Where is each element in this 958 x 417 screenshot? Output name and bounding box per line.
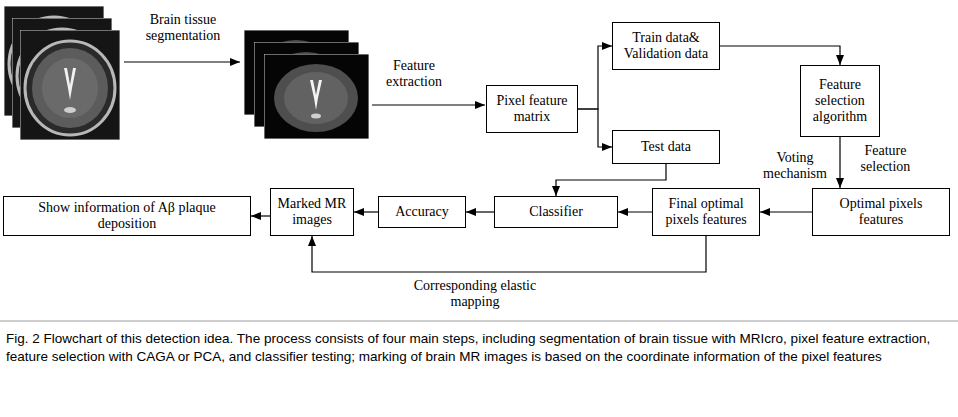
box-text: Final optimal pixels features (658, 196, 754, 228)
flow-arrow (720, 46, 840, 65)
flow-arrow (312, 236, 706, 272)
process-box: Optimal pixels features (812, 188, 950, 236)
flow-arrow (578, 109, 612, 147)
box-text: Pixel feature matrix (492, 93, 572, 125)
flow-arrow (556, 164, 666, 196)
process-box: Accuracy (378, 196, 466, 228)
process-box: Feature selection algorithm (800, 65, 880, 137)
process-box: Test data (612, 130, 720, 164)
edge-label: Voting mechanism (760, 150, 830, 182)
arrow-label: Brain tissue segmentation (128, 12, 238, 44)
flow-arrow (618, 211, 652, 212)
box-text: Accuracy (395, 204, 449, 220)
box-text: Show information of Aβ plaque deposition (9, 200, 245, 232)
process-box: Pixel feature matrix (486, 85, 578, 133)
flow-arrow (466, 211, 494, 212)
process-box: Show information of Aβ plaque deposition (3, 196, 251, 236)
process-box: Train data& Validation data (612, 22, 720, 70)
arrow-label: Feature extraction (376, 58, 452, 90)
box-text: Classifier (529, 204, 583, 220)
box-text: Test data (641, 139, 691, 155)
flow-arrow (760, 211, 812, 212)
box-text: Optimal pixels features (818, 196, 944, 228)
box-text: Marked MR images (276, 196, 348, 228)
box-text: Feature selection algorithm (806, 77, 874, 125)
process-box: Final optimal pixels features (652, 188, 760, 236)
edge-label: Feature selection (848, 143, 923, 175)
edge-label: Corresponding elastic mapping (390, 278, 560, 310)
flow-arrow (354, 211, 378, 212)
flow-arrow (251, 215, 270, 216)
process-box: Classifier (494, 196, 618, 228)
figure-caption: Fig. 2 Flowchart of this detection idea.… (6, 330, 950, 366)
flow-arrow (839, 137, 840, 188)
box-text: Train data& Validation data (618, 30, 714, 62)
process-box: Marked MR images (270, 188, 354, 236)
flow-arrow (578, 46, 612, 109)
